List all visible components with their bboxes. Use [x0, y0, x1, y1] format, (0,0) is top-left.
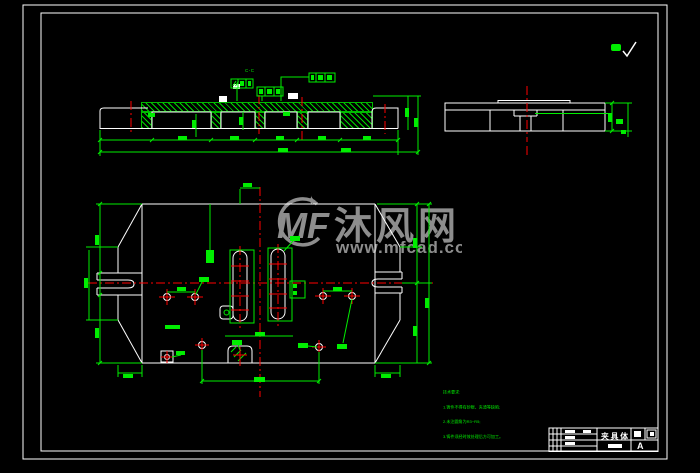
watermark-logo: ✦ MF 沐风网 www.mfcad.com	[277, 193, 462, 256]
notes-item: 3.铸件须经时效处理后方可加工。	[443, 434, 504, 439]
watermark-url-text: www.mfcad.com	[335, 238, 462, 256]
plan-view	[84, 183, 433, 397]
roughness-symbol	[611, 41, 637, 58]
watermark-star-icon: ✦	[306, 193, 317, 208]
gdt-frame-3	[280, 72, 336, 101]
title-block-part-name: 夹具体	[601, 431, 630, 441]
watermark-swoosh-icon	[277, 197, 321, 247]
section-hatch-flange	[141, 102, 373, 112]
title-block	[548, 427, 659, 452]
section-view	[97, 72, 421, 156]
watermark-logo-text: MF	[277, 205, 330, 246]
sheet-border	[22, 4, 668, 460]
watermark: ✦ MF 沐风网 www.mfcad.com	[277, 193, 462, 256]
checkmark-icon	[622, 41, 637, 58]
section-label: C-C	[245, 68, 255, 73]
watermark-brand-text: 沐风网	[334, 206, 460, 248]
notes-title: 技术要求:	[443, 389, 461, 395]
gdt-frame-1	[230, 78, 254, 101]
technical-notes: 技术要求: 1.铸件不得有砂眼、夹渣等缺陷; 2.未注圆角为R3~R5; 3.铸…	[443, 344, 577, 473]
notes-item: 2.未注圆角为R3~R5;	[443, 419, 481, 425]
notes-item: 1.铸件不得有砂眼、夹渣等缺陷;	[443, 404, 501, 410]
gdt-frame-2	[256, 86, 284, 101]
side-view	[444, 86, 632, 158]
title-block-size-label: A	[637, 441, 644, 451]
